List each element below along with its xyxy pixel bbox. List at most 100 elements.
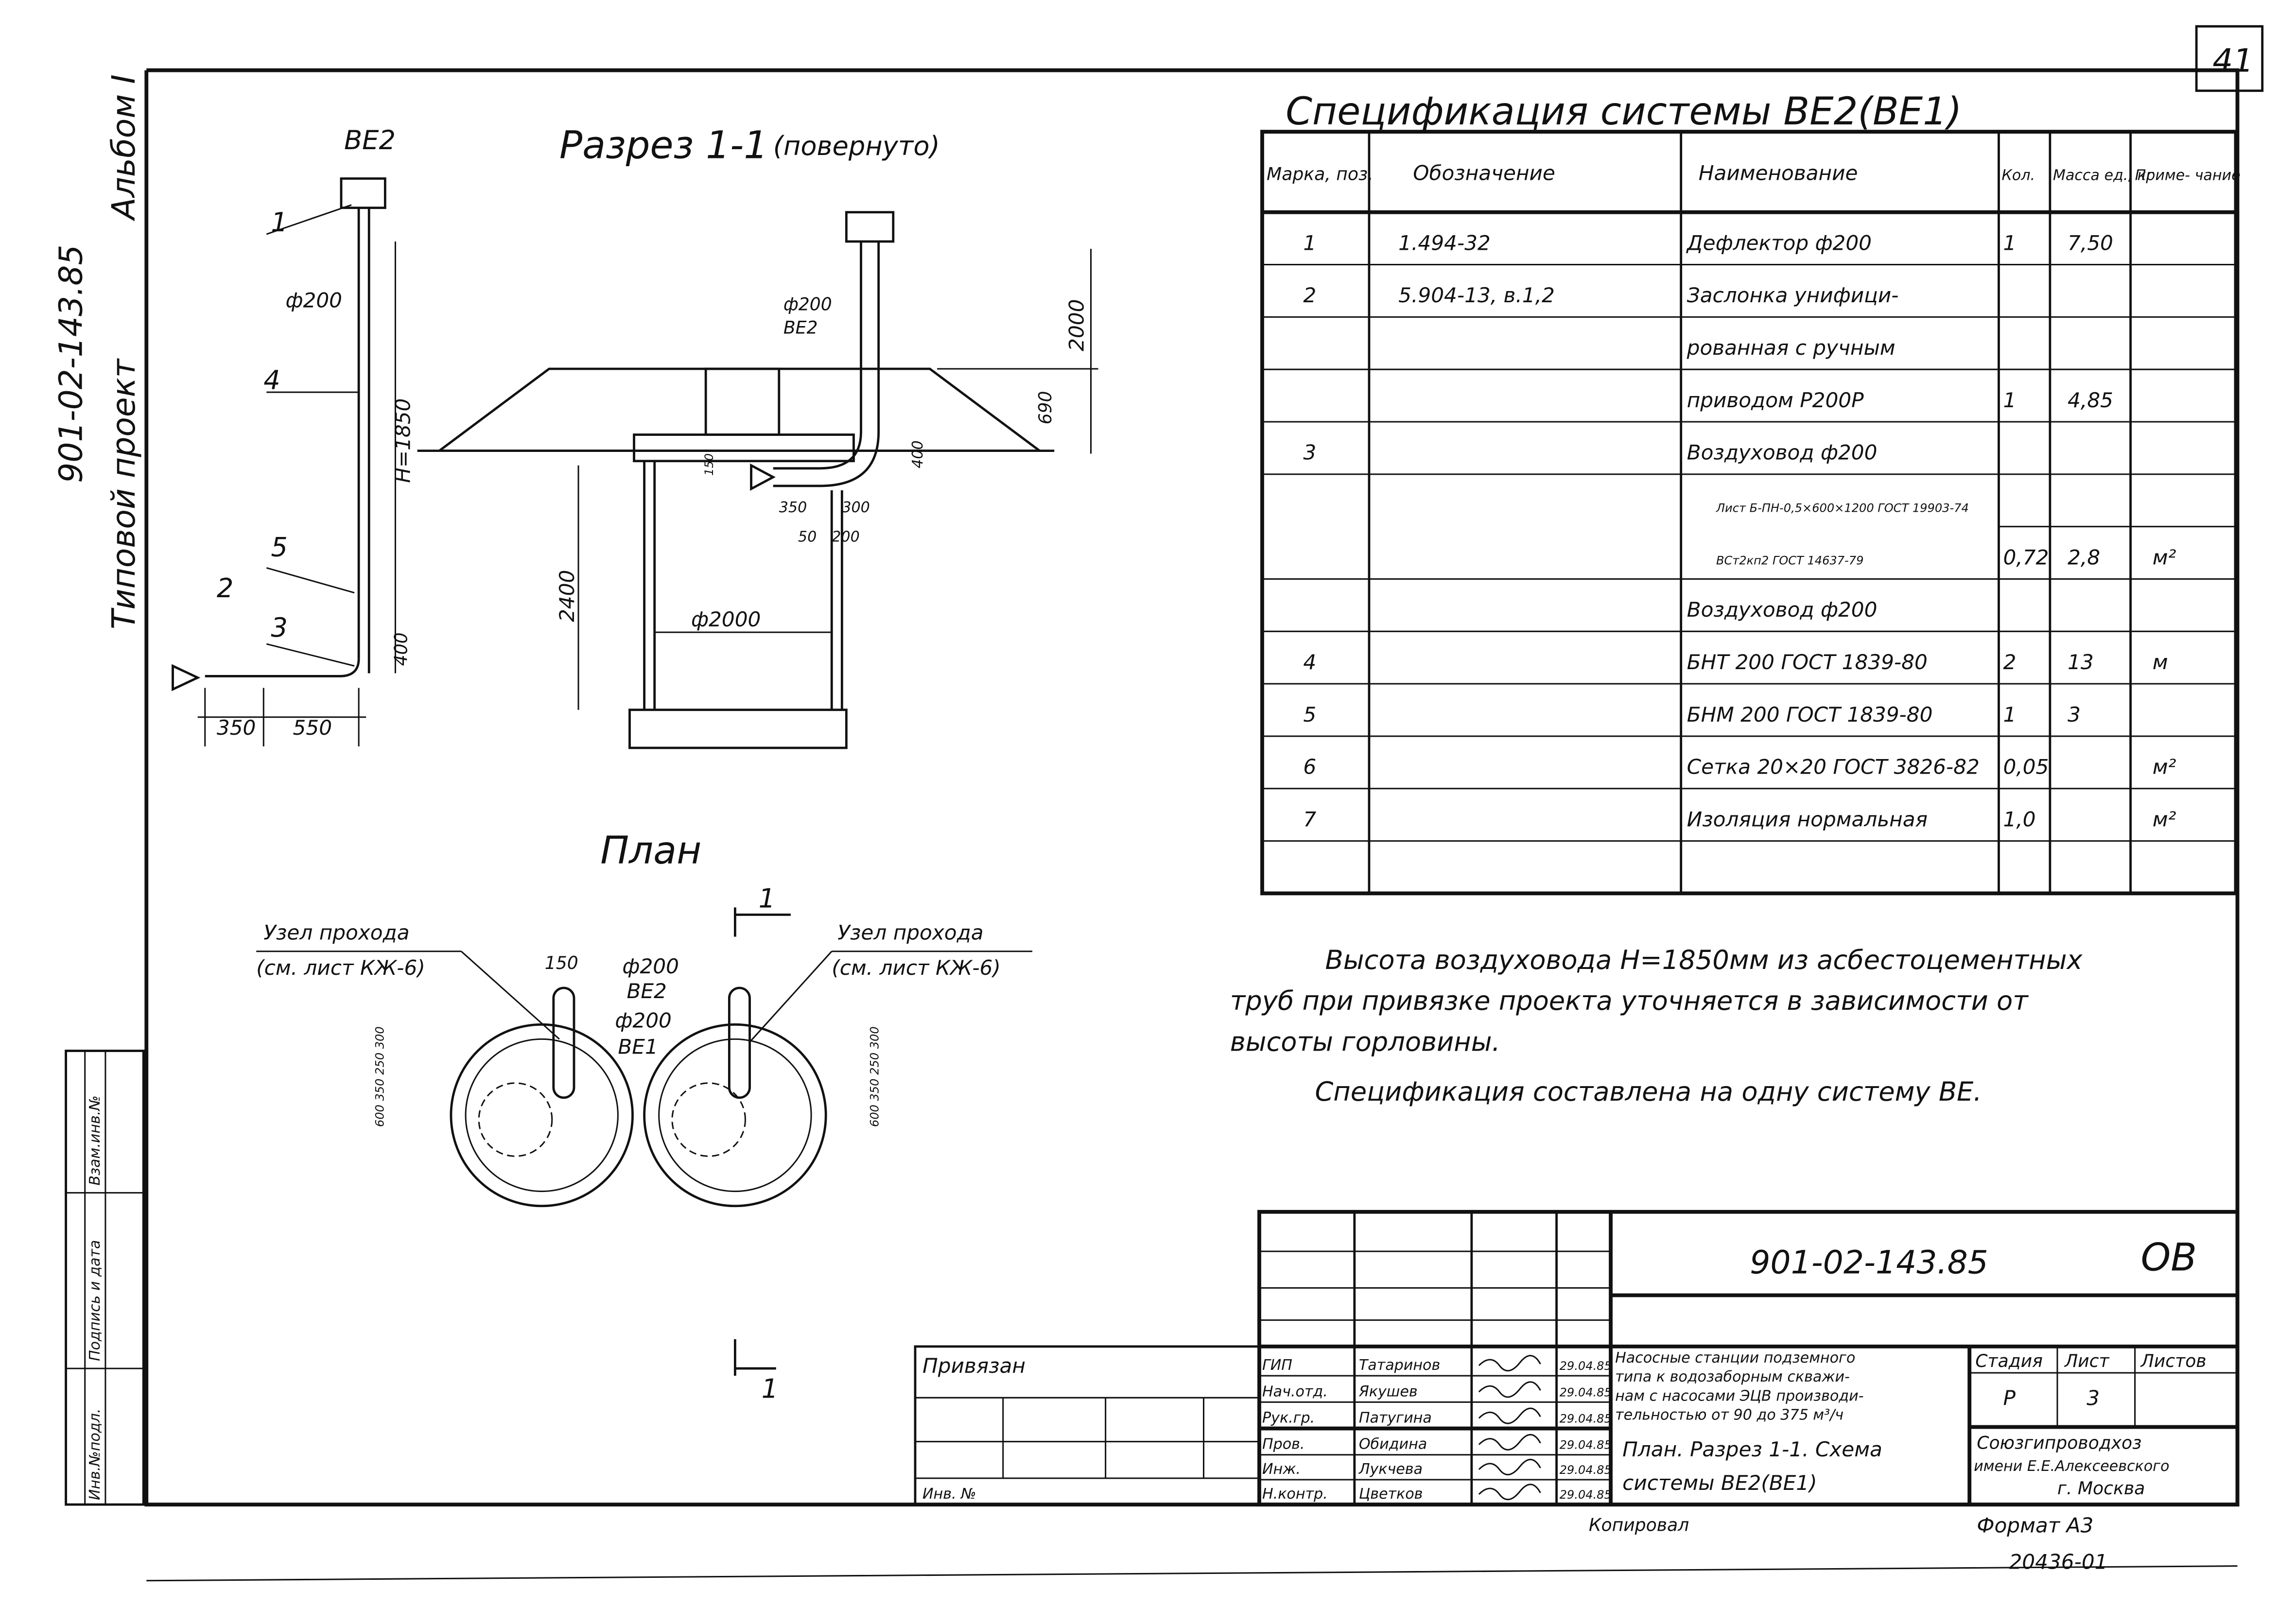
side-project: Типовой проект <box>104 358 142 629</box>
sheet-header: Лист <box>2064 1350 2110 1371</box>
sheet-number: 41 <box>2212 42 2253 80</box>
spec-cell: м² <box>2153 545 2176 569</box>
plan-sys1: ВЕ2 <box>626 979 666 1003</box>
signature <box>1478 1355 1541 1372</box>
pos-2: 2 <box>217 573 234 604</box>
side-album: Альбом I <box>104 74 142 222</box>
dim-200s: 200 <box>832 528 859 545</box>
signature <box>1478 1459 1541 1475</box>
plan-pipe1: ф200 <box>622 954 679 978</box>
staff-name: Цветков <box>1359 1486 1423 1503</box>
doc-code: 901-02-143.85 <box>1750 1243 1988 1281</box>
staff-role: ГИП <box>1262 1357 1292 1374</box>
spec-cell: м² <box>2153 755 2176 779</box>
spec-cell: 0,72 <box>2003 545 2049 569</box>
spec-header-4: Масса ед., кг <box>2053 167 2154 184</box>
staff-name: Якушев <box>1358 1383 1418 1400</box>
spec-cell: 7,50 <box>2068 231 2113 255</box>
section-pipe-system: ВЕ2 <box>783 317 818 338</box>
spec-cell: 1 <box>1303 231 1316 255</box>
staff-role: Н.контр. <box>1262 1486 1328 1503</box>
note-line-3: высоты горловины. <box>1230 1027 1500 1057</box>
staff-date: 29.04.85 <box>1560 1412 1612 1426</box>
spec-cell: 6 <box>1303 755 1316 779</box>
dim-2000: 2000 <box>1064 299 1088 351</box>
note-line-2: труб при привязке проекта уточняется в з… <box>1230 985 2029 1016</box>
staff-date: 29.04.85 <box>1560 1438 1612 1452</box>
spec-header-2: Наименование <box>1699 161 1858 185</box>
spec-cell: рованная с ручным <box>1687 336 1896 360</box>
spec-cell: 3 <box>2068 703 2081 726</box>
spec-cell: 4,85 <box>2068 388 2113 412</box>
spec-cell: м² <box>2153 807 2176 831</box>
project-name-4: тельностью от 90 до 375 м³/ч <box>1615 1406 1844 1423</box>
spec-cell: 13 <box>2068 650 2094 674</box>
spec-cell: Дефлектор ф200 <box>1686 231 1872 255</box>
stamp-inv: Инв.№подл. <box>87 1409 104 1501</box>
stage-value: Р <box>2003 1386 2016 1410</box>
project-name-1: Насосные станции подземного <box>1615 1349 1855 1366</box>
staff-date: 29.04.85 <box>1560 1359 1612 1373</box>
plan-dims-left: 600 350 250 300 <box>373 1026 386 1127</box>
staff-role: Инж. <box>1262 1461 1301 1478</box>
section-subtitle: (повернуто) <box>773 131 940 161</box>
staff-name: Лукчева <box>1358 1461 1423 1478</box>
sheets-header: Листов <box>2140 1350 2207 1371</box>
drawing-name-1: План. Разрез 1-1. Схема <box>1622 1437 1882 1461</box>
staff-date: 29.04.85 <box>1560 1385 1612 1399</box>
spec-cell: 0,05 <box>2003 755 2049 779</box>
side-code: 901-02-143.85 <box>52 244 90 483</box>
plan-dims-right: 600 350 250 300 <box>868 1026 882 1127</box>
pos-5: 5 <box>271 532 288 563</box>
sheet-value: 3 <box>2087 1386 2100 1410</box>
spec-cell: 5.904-13, в.1,2 <box>1398 283 1555 307</box>
node-left-ref: (см. лист КЖ-6) <box>256 956 425 980</box>
spec-cell: 1.494-32 <box>1398 231 1491 255</box>
spec-cell: ВСт2кп2 ГОСТ 14637-79 <box>1716 553 1863 567</box>
spec-cell: Воздуховод ф200 <box>1687 441 1878 465</box>
spec-cell: м <box>2153 650 2168 674</box>
spec-cell: 1 <box>2003 703 2016 726</box>
stamp-replace: Взам.инв.№ <box>87 1095 104 1185</box>
spec-cell: 2 <box>1303 283 1316 307</box>
plan-sys2: ВЕ1 <box>618 1035 658 1059</box>
dim-50s: 50 <box>798 528 817 545</box>
scheme-diameter: ф200 <box>285 288 342 312</box>
spec-cell: Лист Б-ПН-0,5×600×1200 ГОСТ 19903-74 <box>1716 501 1969 515</box>
signature <box>1478 1434 1541 1451</box>
spec-cell: Сетка 20×20 ГОСТ 3826-82 <box>1687 755 1980 779</box>
staff-name: Патугина <box>1359 1410 1432 1427</box>
section-pipe-label: ф200 <box>783 294 832 315</box>
note-line-1: Высота воздуховода H=1850мм из асбестоце… <box>1325 945 2083 975</box>
spec-cell: БНТ 200 ГОСТ 1839-80 <box>1687 650 1928 674</box>
cut-mark-bottom: 1 <box>762 1373 779 1404</box>
spec-cell: 2 <box>2003 650 2016 674</box>
org-2: имени Е.Е.Алексеевского <box>1974 1458 2169 1475</box>
spec-cell: БНМ 200 ГОСТ 1839-80 <box>1687 703 1933 726</box>
cut-mark-top: 1 <box>759 883 776 914</box>
scheme-label: ВЕ2 <box>344 125 396 156</box>
spec-cell: приводом Р200Р <box>1687 388 1864 412</box>
spec-cell: 7 <box>1303 807 1316 831</box>
stage-header: Стадия <box>1975 1350 2043 1371</box>
title-block <box>914 1210 2240 1507</box>
staff-date: 29.04.85 <box>1560 1463 1612 1477</box>
project-name-3: нам с насосами ЭЦВ производи- <box>1615 1387 1863 1404</box>
pos-3: 3 <box>271 612 288 643</box>
axonometric-scheme: ВЕ2 1 ф200 4 H=1850 5 2 3 400 350 550 <box>172 125 415 747</box>
section-title: Разрез 1-1 <box>559 123 768 167</box>
dim-550: 550 <box>293 716 332 740</box>
project-name-2: типа к водозаборным скважи- <box>1615 1368 1850 1385</box>
dim-400s: 400 <box>909 440 926 468</box>
plan-title: План <box>600 829 701 873</box>
pos-4: 4 <box>263 365 280 396</box>
well-diameter: ф2000 <box>691 607 761 631</box>
section-1-1: Разрез 1-1 (повернуто) ф200 ВЕ2 2000 690… <box>417 123 1098 749</box>
spec-cell: 4 <box>1303 650 1316 674</box>
format-label: Формат А3 <box>1977 1513 2093 1537</box>
org-3: г. Москва <box>2057 1478 2145 1499</box>
node-right-label: Узел прохода <box>837 921 983 945</box>
spec-cell: 2,8 <box>2068 545 2100 569</box>
staff-role: Пров. <box>1262 1436 1305 1453</box>
node-left-label: Узел прохода <box>263 921 409 945</box>
